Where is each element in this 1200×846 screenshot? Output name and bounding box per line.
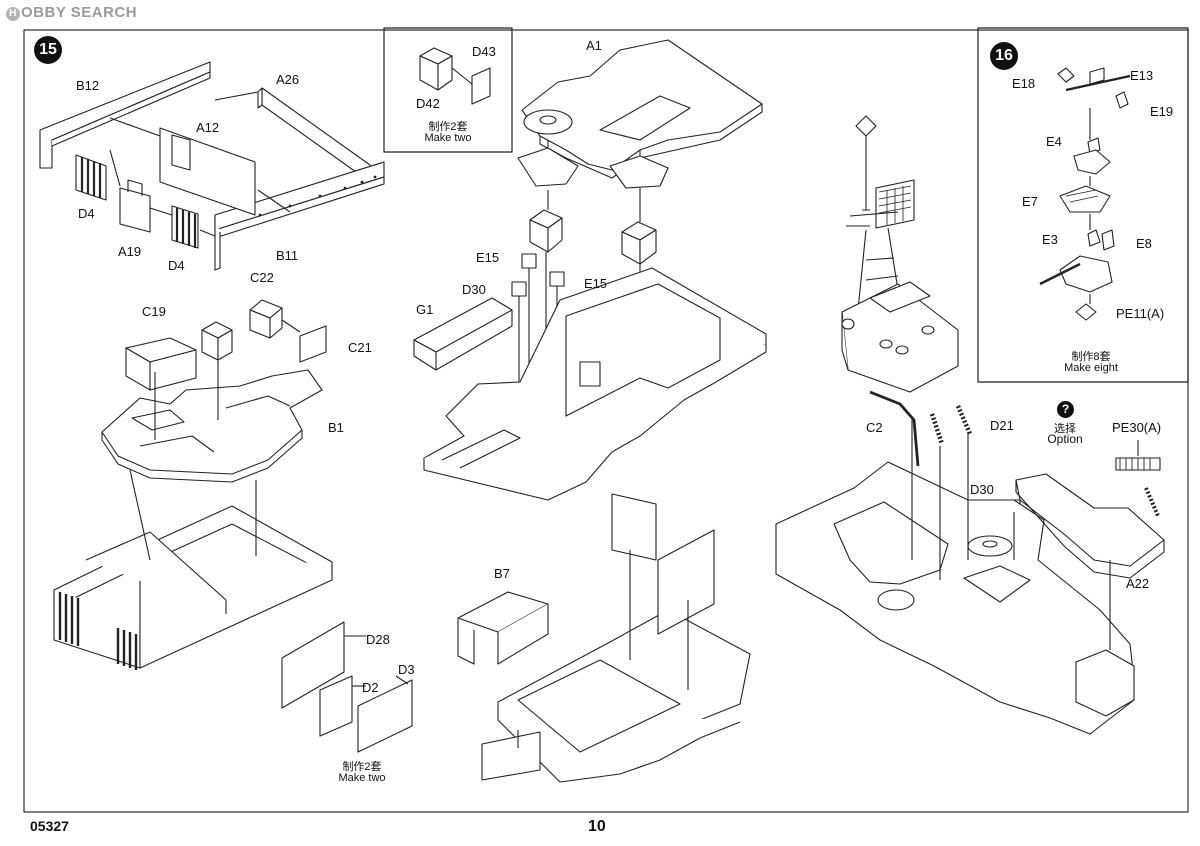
hull-section-left — [53, 505, 333, 670]
label-d4-a: D4 — [78, 206, 95, 221]
label-a12: A12 — [196, 120, 220, 135]
label-e3: E3 — [1042, 232, 1058, 247]
make-two-cn-bottom: 制作2套 — [342, 761, 382, 773]
label-a22: A22 — [1126, 576, 1150, 591]
part-a22 — [1015, 473, 1165, 567]
make-eight-cn: 制作8套 — [1071, 351, 1111, 363]
option-question-icon: ? — [1057, 401, 1074, 418]
label-c22: C22 — [250, 270, 274, 285]
option-cn: 选择 — [1054, 423, 1076, 435]
turret-ring-a — [517, 147, 579, 187]
label-e4: E4 — [1046, 134, 1062, 149]
grate-d4-b — [171, 205, 199, 249]
label-a26: A26 — [276, 72, 300, 87]
hobbysearch-logo-icon: H — [6, 7, 20, 21]
label-a1: A1 — [586, 38, 602, 53]
product-code: 05327 — [30, 818, 69, 834]
label-pe30: PE30(A) — [1112, 420, 1162, 435]
ladder-d21-b — [955, 405, 973, 435]
bulkhead-holes — [258, 175, 377, 217]
box-c19 — [125, 337, 197, 391]
label-c21: C21 — [348, 340, 372, 355]
label-b11: B11 — [276, 248, 299, 263]
label-pe11: PE11(A) — [1116, 306, 1165, 321]
part-e15-a — [521, 253, 537, 269]
panel-d28 — [281, 621, 345, 709]
plate-c21 — [299, 325, 327, 363]
panel-d3 — [357, 679, 413, 753]
step-number-16: 16 — [990, 42, 1018, 70]
box-small — [201, 321, 233, 361]
label-e15-b: E15 — [584, 276, 608, 291]
label-c19: C19 — [142, 304, 166, 319]
hull-section-center — [423, 267, 767, 501]
deck-a1 — [521, 39, 763, 171]
part-d30 — [511, 281, 527, 297]
deck-b1 — [101, 369, 323, 475]
box-d42 — [419, 47, 453, 91]
bracket-a19 — [119, 187, 151, 233]
bulkhead-b12-a26 — [39, 61, 385, 271]
plate-d43 — [471, 67, 491, 105]
label-d30: D30 — [462, 282, 486, 297]
part-b7 — [457, 591, 549, 665]
label-e19: E19 — [1150, 104, 1174, 119]
panel-d2 — [319, 675, 353, 737]
label-d43: D43 — [472, 44, 496, 59]
label-e8: E8 — [1136, 236, 1152, 251]
make-two-en-inset: Make two — [424, 132, 472, 144]
make-two-en-bottom: Make two — [338, 772, 386, 784]
label-g1: G1 — [416, 302, 434, 317]
part-e15-b — [549, 271, 565, 287]
label-e15-a: E15 — [476, 250, 500, 265]
rod-c2 — [869, 390, 920, 467]
label-d21: D21 — [990, 418, 1014, 433]
label-e18: E18 — [1012, 76, 1036, 91]
make-eight-en: Make eight — [1064, 362, 1118, 374]
make-two-cn-inset: 制作2套 — [428, 121, 468, 133]
box-center-b — [621, 221, 657, 265]
inset16-parts — [1039, 67, 1131, 321]
grate-d4-a — [75, 154, 107, 201]
label-b1: B1 — [328, 420, 344, 435]
arrows-step15-left — [109, 91, 291, 237]
hull-section-lower — [481, 493, 751, 783]
label-a19: A19 — [118, 244, 142, 259]
page-number: 10 — [588, 818, 606, 835]
label-d3: D3 — [398, 662, 415, 677]
inset-box-d42 — [383, 27, 513, 153]
box-c22 — [249, 299, 283, 339]
label-d42: D42 — [416, 96, 440, 111]
label-d30-b: D30 — [970, 482, 994, 497]
hull-section-right — [775, 461, 1135, 735]
label-e13: E13 — [1130, 68, 1154, 83]
step-number-15: 15 — [34, 36, 62, 64]
label-c2: C2 — [866, 420, 883, 435]
label-d28: D28 — [366, 632, 390, 647]
inset-box-step16 — [977, 27, 1189, 383]
label-d4-b: D4 — [168, 258, 185, 273]
label-d2: D2 — [362, 680, 379, 695]
label-e7: E7 — [1022, 194, 1038, 209]
label-b7: B7 — [494, 566, 510, 581]
ladder-d21-a — [929, 413, 945, 445]
tower-superstructure — [841, 115, 959, 393]
page-frame — [23, 29, 1189, 813]
option-en: Option — [1047, 432, 1083, 446]
label-b12: B12 — [76, 78, 100, 93]
box-center-a — [529, 209, 563, 253]
